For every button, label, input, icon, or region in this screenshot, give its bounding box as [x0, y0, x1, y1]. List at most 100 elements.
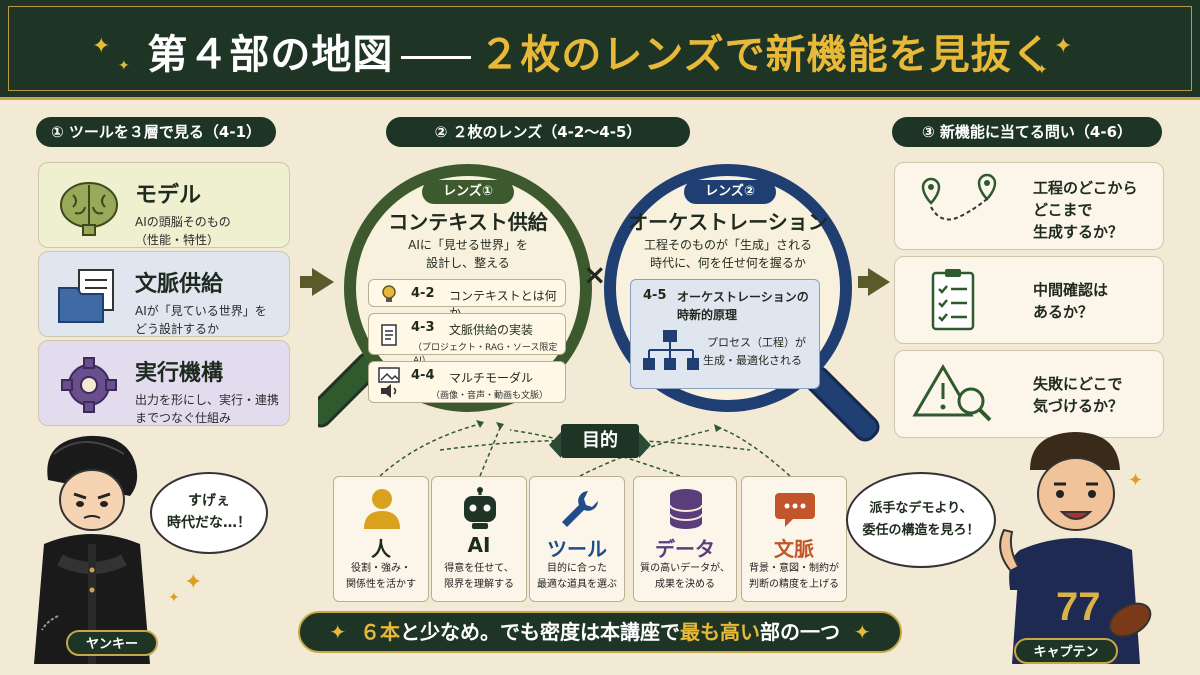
question-line: 生成するか？ — [1033, 223, 1124, 241]
banner-highlight: ６本 — [360, 620, 400, 644]
layer-desc-line: AIが「見ている世界」を — [135, 304, 267, 318]
arrow-stem — [858, 276, 870, 288]
sparkle-icon: ✦ — [1054, 34, 1073, 59]
layer-card-execution: 実行機構 出力を形にし、実行・連携までつなぐ仕組み — [38, 340, 290, 426]
route-pins-icon — [921, 173, 997, 221]
bubble-line: すげぇ — [188, 493, 230, 509]
question-card-1: 工程のどこからどこまで生成するか？ — [894, 162, 1164, 250]
purpose-desc-line: 関係性を活かす — [346, 579, 416, 590]
robot-icon — [464, 487, 496, 529]
item-text: マルチモーダル — [449, 371, 534, 385]
layer-card-context: 文脈供給 AIが「見ている世界」をどう設計するか — [38, 251, 290, 337]
banner-star-icon: ✦ — [840, 620, 871, 644]
documents-folder-icon — [58, 269, 114, 323]
banner-star-icon: ✦ — [329, 620, 360, 644]
item-desc: 生成・最適化される — [703, 354, 802, 367]
layer-desc-line: どう設計するか — [135, 322, 220, 336]
purpose-card-ai: AI 得意を任せて、限界を理解する — [431, 476, 527, 602]
gear-icon — [61, 357, 117, 413]
layer-desc: 出力を形にし、実行・連携までつなぐ仕組み — [135, 391, 279, 427]
lens2-title: オーケストレーション — [628, 210, 828, 234]
lens1-item-4-4: 4-4 マルチモーダル （画像・音声・動画も文脈） — [368, 361, 566, 403]
purpose-desc: 役割・強み・関係性を活かす — [334, 561, 428, 593]
question-line: どこまで — [1033, 201, 1093, 219]
lightbulb-icon — [382, 285, 396, 302]
header-frame — [8, 6, 1192, 91]
warning-search-icon — [912, 364, 992, 422]
layer-desc-line: （性能・特性） — [135, 233, 220, 247]
page-title: 第４部の地図 ２枚のレンズで新機能を見抜く — [0, 22, 1200, 80]
item-text: 時新的原理 — [677, 308, 738, 322]
item-desc: プロセス（工程）が — [707, 336, 806, 349]
purpose-desc-line: 質の高いデータが、 — [640, 563, 730, 574]
jersey-number: 77 — [1056, 585, 1101, 629]
title-sub: ２枚のレンズで新機能を見抜く — [479, 32, 1053, 78]
question-text: 失敗にどこで気づけるか？ — [1033, 373, 1123, 417]
lens2-desc-line: 時代に、何を任せ何を握るか — [650, 256, 806, 270]
lens1-item-4-3: 4-3 文脈供給の実装 （プロジェクト・RAG・ソース限定AI） — [368, 313, 566, 366]
yankee-nameplate: ヤンキー — [66, 630, 158, 656]
purpose-desc: 得意を任せて、限界を理解する — [432, 561, 526, 593]
layer-desc-line: 出力を形にし、実行・連携 — [135, 393, 280, 407]
item-number: 4-4 — [411, 368, 435, 383]
purpose-desc-line: 得意を任せて、 — [444, 563, 514, 574]
lens2-desc-line: 工程そのものが「生成」される — [643, 238, 812, 252]
question-line: あるか？ — [1033, 303, 1094, 321]
purpose-card-tool: ツール 目的に合った最適な道具を選ぶ — [529, 476, 625, 602]
captain-nameplate: キャプテン — [1014, 638, 1118, 664]
section-label-layers: ① ツールを３層で見る（4-1） — [36, 117, 276, 147]
wrench-icon — [562, 491, 598, 527]
lens1-desc-line: AIに「見せる世界」を — [408, 238, 528, 252]
purpose-desc-line: 最適な道具を選ぶ — [537, 579, 617, 590]
lens2-desc: 工程そのものが「生成」される時代に、何を任せ何を握るか — [620, 236, 836, 272]
purpose-title: データ — [655, 537, 715, 561]
bubble-line: 時代だな…！ — [167, 515, 251, 531]
person-icon — [364, 489, 400, 529]
question-card-3: 失敗にどこで気づけるか？ — [894, 350, 1164, 438]
layer-title: 実行機構 — [135, 361, 224, 386]
purpose-title: 人 — [371, 537, 391, 561]
purpose-desc: 目的に合った最適な道具を選ぶ — [530, 561, 624, 593]
question-line: 失敗にどこで — [1033, 375, 1123, 393]
question-line: 工程のどこから — [1033, 179, 1138, 197]
item-number: 4-5 — [643, 288, 667, 303]
purpose-desc-line: 背景・意図・制約が — [749, 563, 839, 574]
document-icon — [381, 324, 397, 346]
layer-desc-line: AIの頭脳そのもの — [135, 215, 231, 229]
arrow-right-icon — [312, 268, 334, 296]
item-subtext: （画像・音声・動画も文脈） — [431, 391, 549, 401]
chat-bubble-icon — [775, 493, 815, 527]
lens1-badge: レンズ① — [422, 180, 514, 204]
purpose-title: AI — [467, 533, 491, 557]
sparkle-icon: ✦ — [118, 58, 130, 74]
banner-text: と少なめ。でも密度は本講座で — [400, 620, 680, 644]
bubble-line: 委任の構造を見ろ！ — [862, 523, 980, 538]
lens2-badge: レンズ② — [684, 180, 776, 204]
purpose-card-person: 人 役割・強み・関係性を活かす — [333, 476, 429, 602]
purpose-desc-line: 成果を決める — [655, 579, 715, 590]
layer-card-model: モデル AIの頭脳そのもの（性能・特性） — [38, 162, 290, 248]
section-label-questions: ③ 新機能に当てる問い（4-6） — [892, 117, 1162, 147]
question-line: 気づけるか？ — [1033, 397, 1124, 415]
question-line: 中間確認は — [1033, 281, 1109, 299]
purpose-title: 文脈 — [774, 537, 814, 561]
arrow-right-icon — [868, 268, 890, 296]
layer-desc: AIが「見ている世界」をどう設計するか — [135, 302, 267, 338]
sparkle-icon: ✦ — [92, 34, 111, 59]
purpose-desc-line: 役割・強み・ — [351, 563, 411, 574]
summary-banner: ✦ ６本と少なめ。でも密度は本講座で最も高い部の一つ ✦ — [298, 611, 902, 653]
item-text: オーケストレーションの — [677, 290, 809, 304]
banner-highlight: 最も高い — [680, 620, 760, 644]
sparkle-icon: ✦ — [1128, 470, 1144, 491]
title-dash — [401, 55, 472, 59]
title-main: 第４部の地図 — [147, 32, 394, 78]
lens1-desc-line: 設計し、整える — [426, 256, 510, 270]
brain-icon — [60, 182, 118, 236]
checklist-icon — [931, 269, 975, 331]
purpose-desc-line: 限界を理解する — [444, 579, 514, 590]
yankee-speech-bubble: すげぇ時代だな…！ — [150, 472, 268, 554]
lens1-item-4-2: 4-2 コンテキストとは何か — [368, 279, 566, 320]
item-text: 文脈供給の実装 — [449, 323, 534, 337]
item-number: 4-2 — [411, 286, 435, 301]
